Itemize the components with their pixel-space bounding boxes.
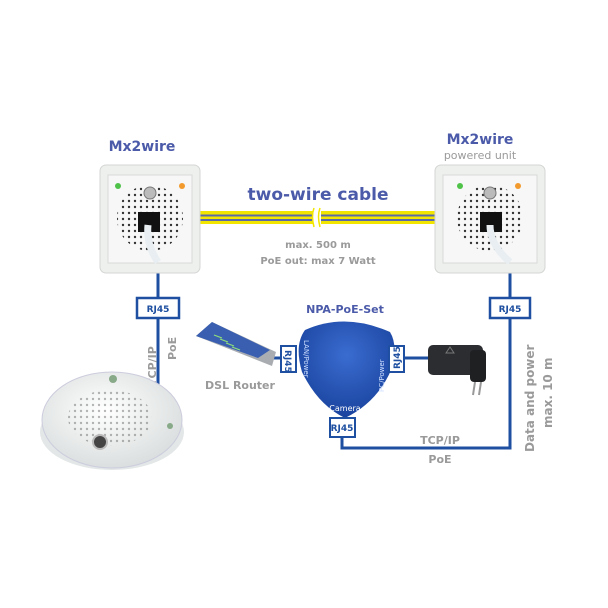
right-unit-subtitle: powered unit bbox=[444, 149, 517, 162]
lan-power-port-label: LAN/Power bbox=[302, 340, 310, 378]
camera-port-label: Camera bbox=[329, 404, 360, 413]
cable-label: two-wire cable bbox=[247, 185, 388, 205]
right-link-distance: max. 10 m bbox=[541, 358, 555, 428]
right-mx2wire-device bbox=[434, 164, 546, 274]
camera-rj45-port: RJ45 bbox=[329, 417, 356, 438]
left-link-poe: PoE bbox=[166, 337, 179, 360]
camera-port-cable bbox=[340, 318, 512, 450]
left-rj45-port: RJ45 bbox=[135, 296, 181, 320]
cable-distance: max. 500 m bbox=[285, 240, 351, 251]
pc-power-port-label: PC/Power bbox=[378, 359, 386, 392]
bottom-link-poe: PoE bbox=[428, 453, 451, 466]
npa-poe-injector: LAN/Power PC/Power Camera bbox=[298, 321, 395, 418]
svg-text:RJ45: RJ45 bbox=[393, 346, 403, 369]
svg-text:RJ45: RJ45 bbox=[282, 350, 292, 373]
router-label: DSL Router bbox=[205, 379, 275, 392]
npa-title: NPA-PoE-Set bbox=[306, 303, 384, 316]
svg-text:RJ45: RJ45 bbox=[331, 424, 354, 434]
status-led-orange bbox=[179, 183, 185, 189]
power-adapter bbox=[428, 345, 486, 396]
right-rj45-port: RJ45 bbox=[488, 296, 532, 320]
dsl-router bbox=[196, 322, 276, 366]
left-mx2wire-device bbox=[99, 164, 201, 274]
camera-dome bbox=[40, 371, 184, 470]
left-link-tcpip: TCP/IP bbox=[146, 346, 159, 386]
lan-rj45-port: RJ45 bbox=[280, 345, 297, 373]
two-wire-cable bbox=[196, 207, 436, 228]
pc-rj45-port: RJ45 bbox=[388, 345, 405, 373]
svg-text:RJ45: RJ45 bbox=[499, 305, 522, 315]
right-link-data-power: Data and power bbox=[523, 344, 537, 452]
bottom-link-tcpip: TCP/IP bbox=[420, 434, 460, 447]
left-unit-title: Mx2wire bbox=[109, 139, 176, 155]
cable-poe: PoE out: max 7 Watt bbox=[260, 256, 376, 267]
status-led-green bbox=[115, 183, 121, 189]
svg-text:RJ45: RJ45 bbox=[147, 305, 170, 315]
right-unit-title: Mx2wire bbox=[447, 132, 514, 148]
